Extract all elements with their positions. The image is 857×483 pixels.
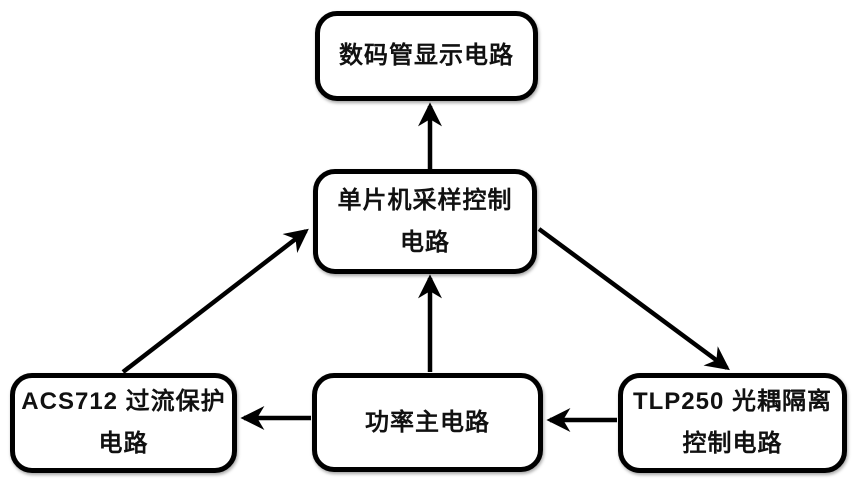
node-label-line: TLP250 光耦隔离 <box>632 388 833 415</box>
node-label-line: 控制电路 <box>682 430 783 457</box>
arrow-mcu-to-tlp250 <box>537 227 730 371</box>
node-tlp250-optocoupler-isolation-control-circuit: TLP250 光耦隔离 控制电路 <box>618 373 847 473</box>
arrow-acs712-to-mcu <box>121 228 309 374</box>
node-label-line: 功率主电路 <box>365 408 490 436</box>
node-acs712-overcurrent-protection-circuit: ACS712 过流保护 电路 <box>10 373 237 473</box>
node-mcu-sampling-control-circuit: 单片机采样控制 电路 <box>313 169 537 274</box>
node-label-line: 数码管显示电路 <box>339 42 514 69</box>
node-display-circuit: 数码管显示电路 <box>315 11 538 101</box>
node-label-line: ACS712 过流保护 <box>21 388 226 415</box>
node-label-line: 电路 <box>98 430 149 457</box>
node-label-line: 电路 <box>400 228 450 256</box>
node-power-main-circuit: 功率主电路 <box>312 373 543 472</box>
node-label-line: 单片机采样控制 <box>337 186 513 214</box>
